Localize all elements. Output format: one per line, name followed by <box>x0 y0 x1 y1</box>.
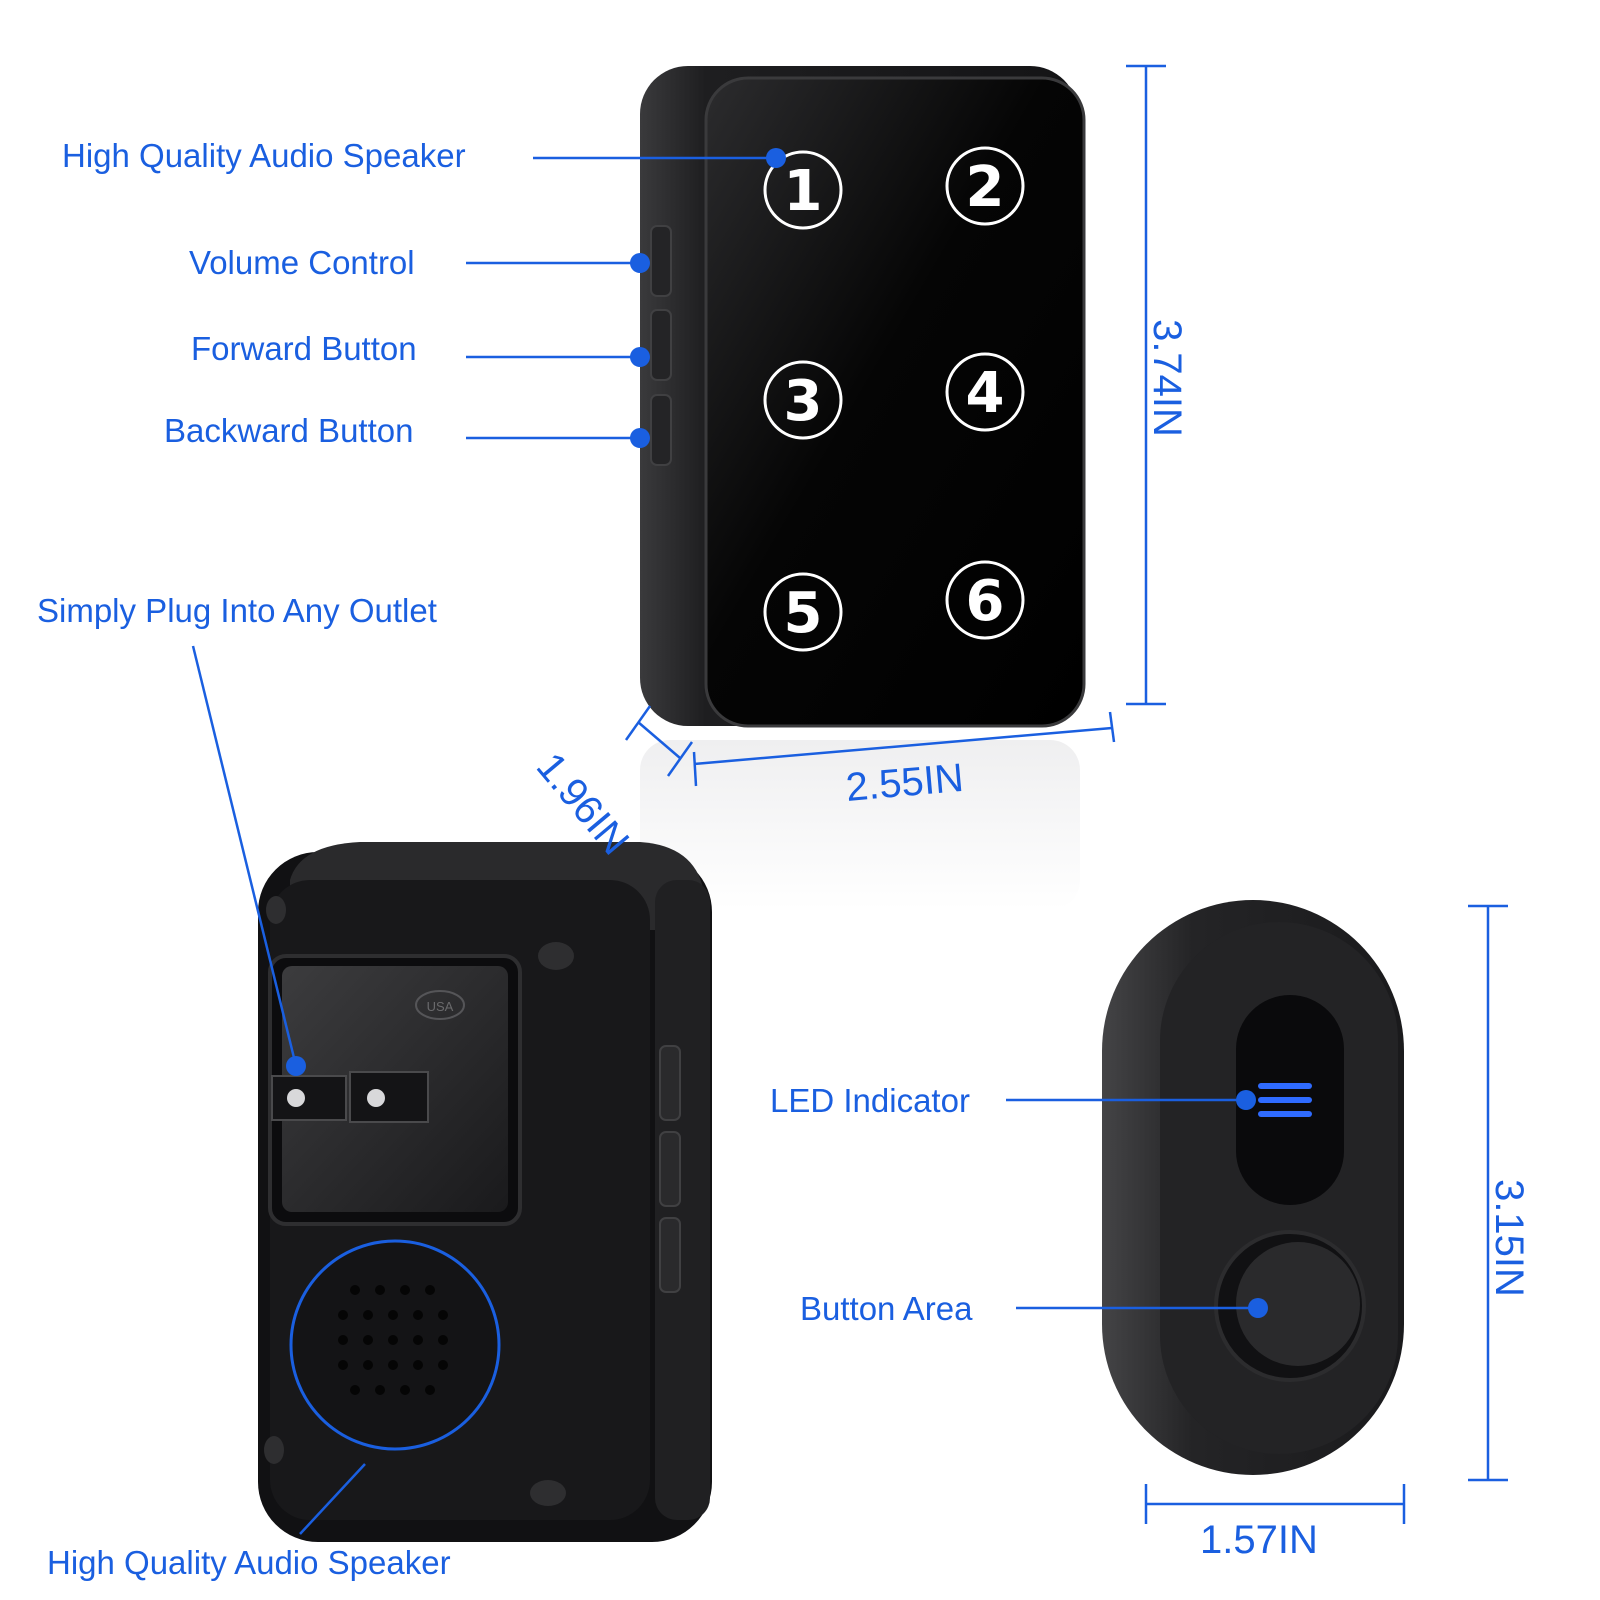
label-speaker-bottom: High Quality Audio Speaker <box>47 1544 451 1581</box>
prong-hole <box>367 1089 385 1107</box>
plug-side-forward <box>659 1131 681 1207</box>
receiver-reflection <box>640 740 1080 910</box>
side-backward-key <box>650 394 672 466</box>
dim-push-width: 1.57IN <box>1200 1518 1318 1562</box>
speaker-holes <box>338 1285 448 1395</box>
label-button-area: Button Area <box>800 1290 973 1327</box>
plug-prong <box>349 1071 429 1123</box>
side-volume-slider <box>650 225 672 297</box>
prong-hole <box>287 1089 305 1107</box>
key-5[interactable]: 5 <box>784 581 823 646</box>
key-6[interactable]: 6 <box>966 569 1005 634</box>
dim-receiver-height: 3.74IN <box>1144 319 1189 437</box>
screw-hole <box>266 896 286 924</box>
screw-hole <box>264 1436 284 1464</box>
plug-prong <box>271 1075 347 1121</box>
callout-dots <box>286 148 1268 1318</box>
dim-receiver-width: 2.55IN <box>844 755 966 810</box>
plug-side-volume <box>659 1045 681 1121</box>
dimension-lines <box>624 64 1508 1524</box>
plug-unit: USA <box>258 842 712 1542</box>
key-1[interactable]: 1 <box>784 159 823 224</box>
receiver-face <box>704 76 1086 728</box>
label-led-indicator: LED Indicator <box>770 1082 970 1119</box>
side-forward-key <box>650 309 672 381</box>
screw-hole <box>538 942 574 970</box>
label-plug-outlet: Simply Plug Into Any Outlet <box>37 592 437 629</box>
callout-lines <box>191 156 1258 1535</box>
key-4[interactable]: 4 <box>966 361 1005 426</box>
usa-stamp <box>415 990 465 1020</box>
label-backward-button: Backward Button <box>164 412 414 449</box>
label-speaker-top: High Quality Audio Speaker <box>62 137 466 174</box>
plug-side-backward <box>659 1217 681 1293</box>
plug-unit-side <box>655 880 710 1520</box>
push-button-cap[interactable] <box>1236 1242 1360 1366</box>
label-forward-button: Forward Button <box>191 330 417 367</box>
keypad-rings <box>763 146 1025 652</box>
speaker-grille <box>289 1239 501 1451</box>
led-bars <box>1258 1083 1312 1117</box>
screw-hole <box>530 1480 566 1506</box>
receiver-unit: 1 2 3 4 5 6 <box>640 66 1086 728</box>
push-button-unit <box>1102 900 1404 1475</box>
label-volume-control: Volume Control <box>189 244 415 281</box>
key-2[interactable]: 2 <box>966 155 1005 220</box>
key-3[interactable]: 3 <box>784 369 823 434</box>
usa-stamp-text: USA <box>427 999 454 1014</box>
dim-push-height: 3.15IN <box>1486 1179 1531 1297</box>
